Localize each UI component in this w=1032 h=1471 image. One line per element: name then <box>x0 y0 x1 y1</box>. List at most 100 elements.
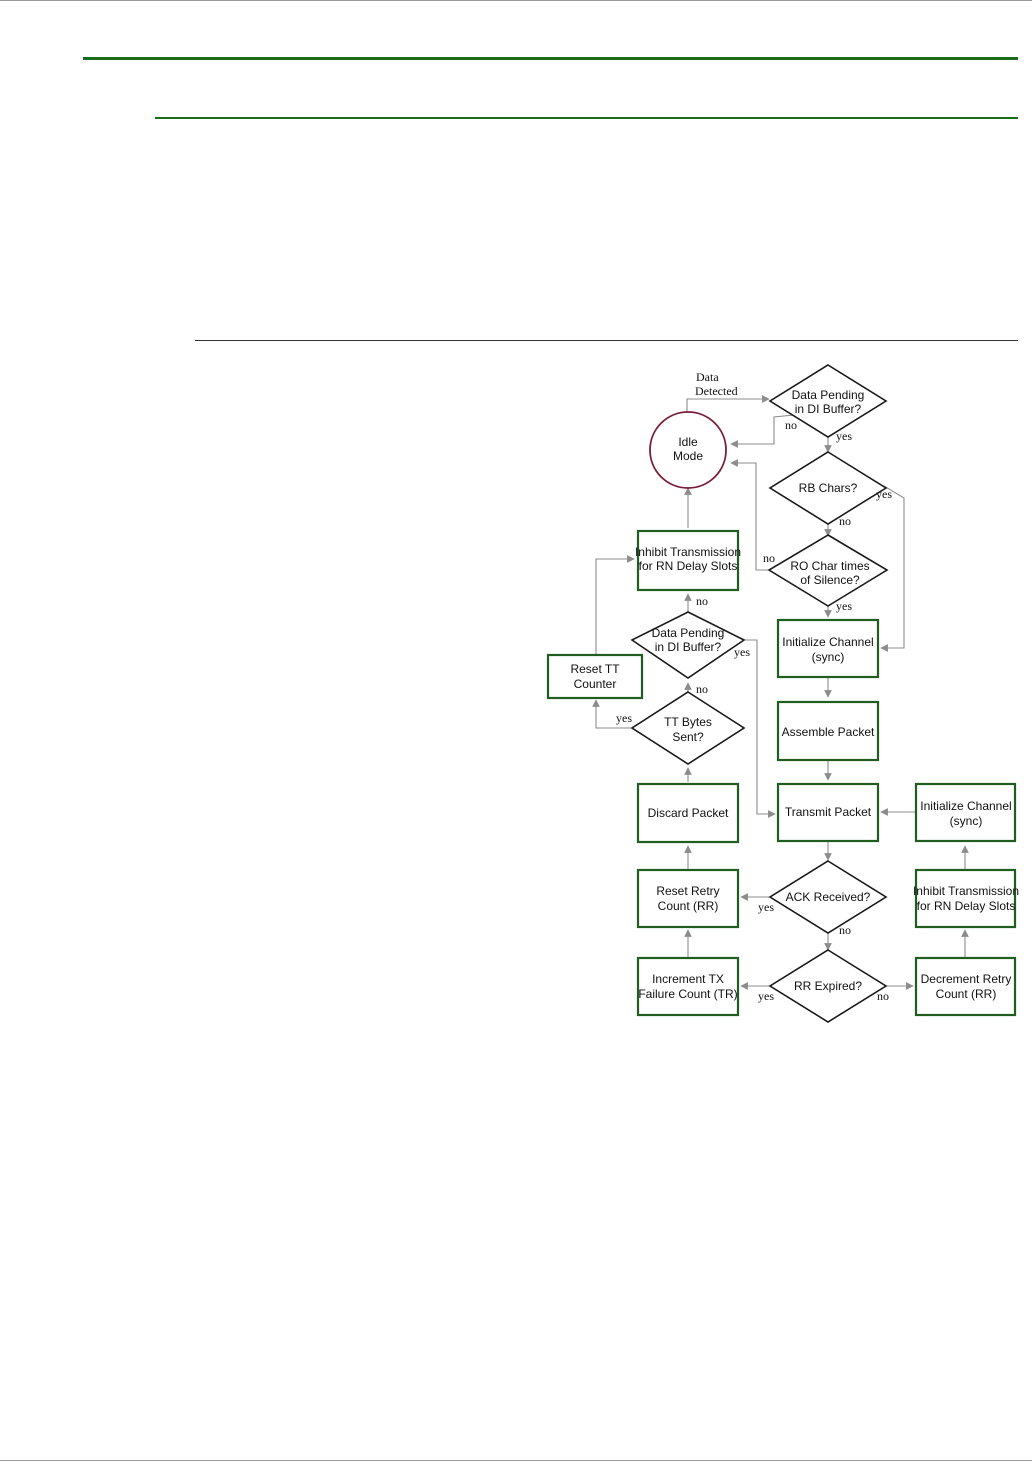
svg-text:Decrement Retry: Decrement Retry <box>921 972 1012 986</box>
edge-dp-left-yes-to-transmit <box>743 639 776 818</box>
edge-reset-tt-to-inhibit-left <box>595 555 635 654</box>
bottom-border <box>0 1460 1032 1461</box>
node-text: Data Pending <box>792 388 865 402</box>
node-text: Initialize Channel <box>920 799 1011 813</box>
section-rule <box>195 340 1018 341</box>
svg-text:in DI Buffer?: in DI Buffer? <box>655 640 722 654</box>
svg-text:RO Char times: RO Char times <box>790 559 869 573</box>
node-text: Idle <box>678 435 698 449</box>
svg-text:Initialize Channel: Initialize Channel <box>920 799 1011 813</box>
svg-text:Sent?: Sent? <box>672 730 704 744</box>
svg-text:RR Expired?: RR Expired? <box>794 979 862 993</box>
label-ack-yes: yes <box>758 900 774 914</box>
label-tt-no: no <box>696 682 708 696</box>
edge-dp-top-no-to-idle <box>730 413 805 448</box>
node-text: Assemble Packet <box>782 725 875 739</box>
label-rb-yes: yes <box>876 487 892 501</box>
svg-text:ACK Received?: ACK Received? <box>786 890 871 904</box>
node-text: ACK Received? <box>786 890 871 904</box>
edge-idle-to-dp-top <box>686 395 770 413</box>
svg-text:Reset TT: Reset TT <box>570 662 620 676</box>
node-text: Transmit Packet <box>785 805 872 819</box>
top-border <box>0 0 1032 1</box>
svg-text:Data Pending: Data Pending <box>652 626 725 640</box>
node-tt-bytes-sent: TT Bytes Sent? <box>630 691 746 765</box>
node-text: Decrement Retry <box>921 972 1012 986</box>
node-text: for RN Delay Slots <box>639 559 738 573</box>
node-initialize-channel-right: Initialize Channel (sync) <box>914 782 1017 843</box>
node-decrement-retry-count: Decrement Retry Count (RR) <box>914 956 1017 1017</box>
node-text: in DI Buffer? <box>655 640 722 654</box>
node-text: for RN Delay Slots <box>917 899 1016 913</box>
svg-text:(sync): (sync) <box>950 814 983 828</box>
node-text: RR Expired? <box>794 979 862 993</box>
svg-text:Initialize Channel: Initialize Channel <box>782 635 873 649</box>
node-text: (sync) <box>950 814 983 828</box>
label-dp-left-no: no <box>696 594 708 608</box>
svg-text:for RN Delay Slots: for RN Delay Slots <box>917 899 1016 913</box>
node-text: Sent? <box>672 730 704 744</box>
label-rb-no: no <box>839 514 851 528</box>
svg-text:of Silence?: of Silence? <box>800 573 860 587</box>
label-dp-left-yes: yes <box>734 645 750 659</box>
node-data-pending-top: Data Pending in DI Buffer? <box>768 364 888 438</box>
svg-text:Count (RR): Count (RR) <box>936 987 997 1001</box>
node-text: of Silence? <box>800 573 860 587</box>
node-rr-expired: RR Expired? <box>768 949 888 1023</box>
label-dp-top-no: no <box>785 418 797 432</box>
node-text: Reset TT <box>570 662 620 676</box>
label-ack-no: no <box>839 923 851 937</box>
svg-text:Inhibit Transmission: Inhibit Transmission <box>913 884 1019 898</box>
node-data-pending-left: Data Pending in DI Buffer? <box>630 611 746 679</box>
edge-tt-yes-to-reset-tt <box>592 699 632 729</box>
node-rb-chars: RB Chars? <box>768 451 888 525</box>
node-text: Inhibit Transmission <box>913 884 1019 898</box>
node-text: Count (RR) <box>936 987 997 1001</box>
label-tt-yes: yes <box>616 711 632 725</box>
node-idle-mode: Idle Mode <box>649 411 727 489</box>
node-text: in DI Buffer? <box>795 402 862 416</box>
label-rr-yes: yes <box>758 989 774 1003</box>
svg-text:in DI Buffer?: in DI Buffer? <box>795 402 862 416</box>
svg-text:Reset Retry: Reset Retry <box>656 884 719 898</box>
label-data-detected-1: Data <box>696 370 719 384</box>
node-text: Discard Packet <box>648 806 729 820</box>
svg-text:Failure Count (TR): Failure Count (TR) <box>638 987 737 1001</box>
node-text: (sync) <box>812 650 845 664</box>
svg-text:(sync): (sync) <box>812 650 845 664</box>
svg-text:Idle: Idle <box>678 435 698 449</box>
subheader-rule-green <box>155 117 1018 119</box>
node-assemble-packet: Assemble Packet <box>776 700 880 762</box>
edge-ro-no-to-idle <box>730 459 770 571</box>
label-ro-no: no <box>763 551 775 565</box>
label-data-detected-2: Detected <box>695 384 738 398</box>
header-rule-green <box>83 57 1018 60</box>
edge-rb-yes-to-init <box>880 485 905 652</box>
node-discard-packet: Discard Packet <box>636 782 740 844</box>
svg-text:TT Bytes: TT Bytes <box>664 715 712 729</box>
svg-text:Inhibit Transmission: Inhibit Transmission <box>635 545 741 559</box>
label-ro-yes: yes <box>836 599 852 613</box>
svg-text:for RN Delay Slots: for RN Delay Slots <box>639 559 738 573</box>
node-ack-received: ACK Received? <box>768 860 888 934</box>
node-reset-retry-count: Reset Retry Count (RR) <box>636 868 740 929</box>
node-inhibit-transmission-right: Inhibit Transmission for RN Delay Slots <box>913 868 1019 929</box>
node-text: RO Char times <box>790 559 869 573</box>
svg-text:Assemble Packet: Assemble Packet <box>782 725 875 739</box>
node-transmit-packet: Transmit Packet <box>776 782 880 843</box>
node-text: Increment TX <box>652 972 724 986</box>
node-text: Mode <box>673 449 703 463</box>
svg-text:Count (RR): Count (RR) <box>658 899 719 913</box>
node-text: Count (RR) <box>658 899 719 913</box>
node-text: Data Pending <box>652 626 725 640</box>
node-reset-tt-counter: Reset TT Counter <box>546 653 644 700</box>
node-inhibit-transmission-left: Inhibit Transmission for RN Delay Slots <box>635 529 741 592</box>
node-text: RB Chars? <box>799 481 858 495</box>
node-increment-tx-failure: Increment TX Failure Count (TR) <box>636 956 740 1017</box>
edge-labels: Data Detected no yes yes no no yes yes n… <box>616 370 892 1003</box>
node-text: TT Bytes <box>664 715 712 729</box>
svg-text:Transmit Packet: Transmit Packet <box>785 805 872 819</box>
label-rr-no: no <box>877 989 889 1003</box>
svg-text:Discard Packet: Discard Packet <box>648 806 729 820</box>
